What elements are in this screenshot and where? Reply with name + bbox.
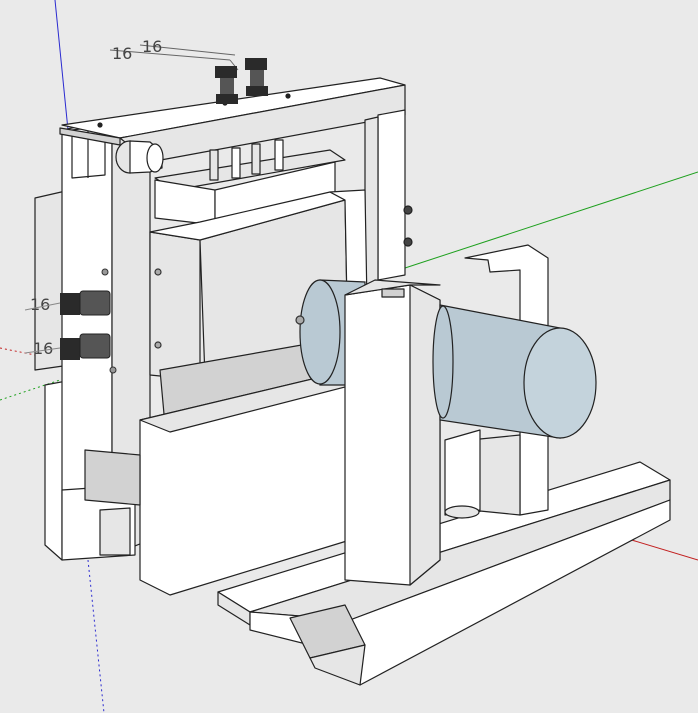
base-rail[interactable]: [217, 461, 671, 686]
bolt-icon: [60, 333, 111, 360]
green-axis-dotted: [0, 379, 61, 401]
green-axis: [404, 171, 698, 269]
top-bolts[interactable]: [215, 58, 268, 104]
dimension-label-top-b: 16: [142, 37, 162, 56]
dimension-top: 16 16: [109, 37, 239, 71]
frame-top-crossbar[interactable]: [59, 77, 406, 163]
motor-support-right[interactable]: [444, 244, 549, 519]
dimension-label-top-a: 16: [112, 44, 132, 63]
motor-mount-upright[interactable]: [344, 279, 441, 586]
side-bolts[interactable]: 16 16: [24, 268, 117, 374]
top-clamp-block[interactable]: [154, 139, 346, 226]
center-housing[interactable]: [149, 189, 369, 426]
frame-right-upright[interactable]: [364, 109, 413, 289]
dimension-label-side-lower: 16: [33, 339, 53, 358]
blue-axis: [54, 0, 69, 131]
bolt-icon: [215, 66, 238, 104]
bolt-icon: [60, 290, 111, 316]
pivot-pin[interactable]: [115, 140, 164, 174]
bolt-icon: [245, 58, 268, 96]
blue-axis-dotted: [87, 559, 105, 713]
red-axis: [624, 537, 698, 561]
dimension-label-side-upper: 16: [30, 295, 50, 314]
motor-front-cylinder[interactable]: [432, 304, 597, 439]
